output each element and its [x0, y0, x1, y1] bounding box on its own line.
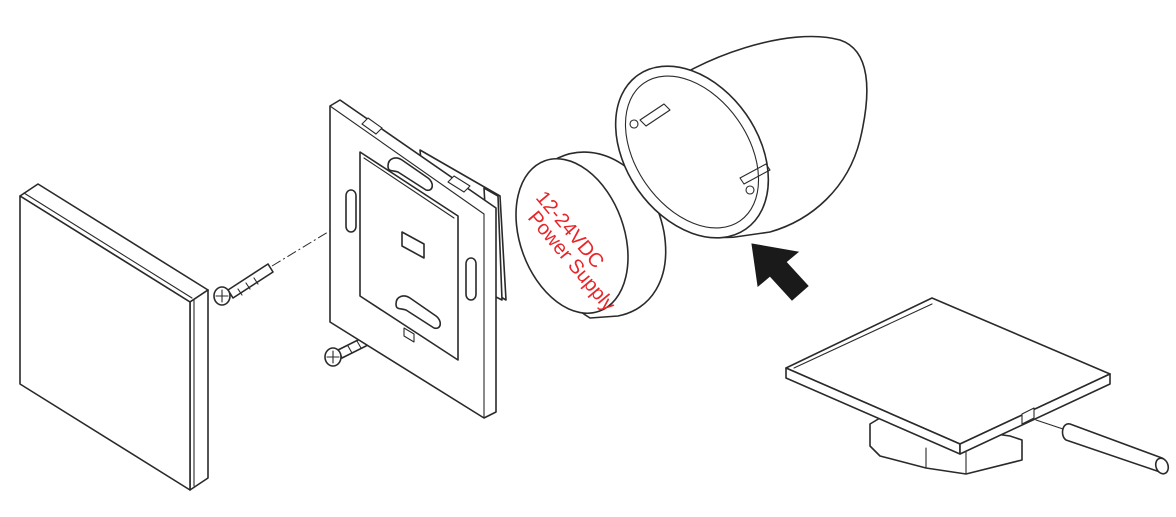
back-box	[614, 35, 868, 239]
mounting-frame	[329, 99, 507, 419]
assembled-switch	[785, 297, 1111, 475]
screw-icon	[213, 263, 274, 306]
screwdriver-icon	[1035, 419, 1170, 475]
front-panel	[19, 183, 209, 491]
arrow-icon	[751, 243, 809, 301]
